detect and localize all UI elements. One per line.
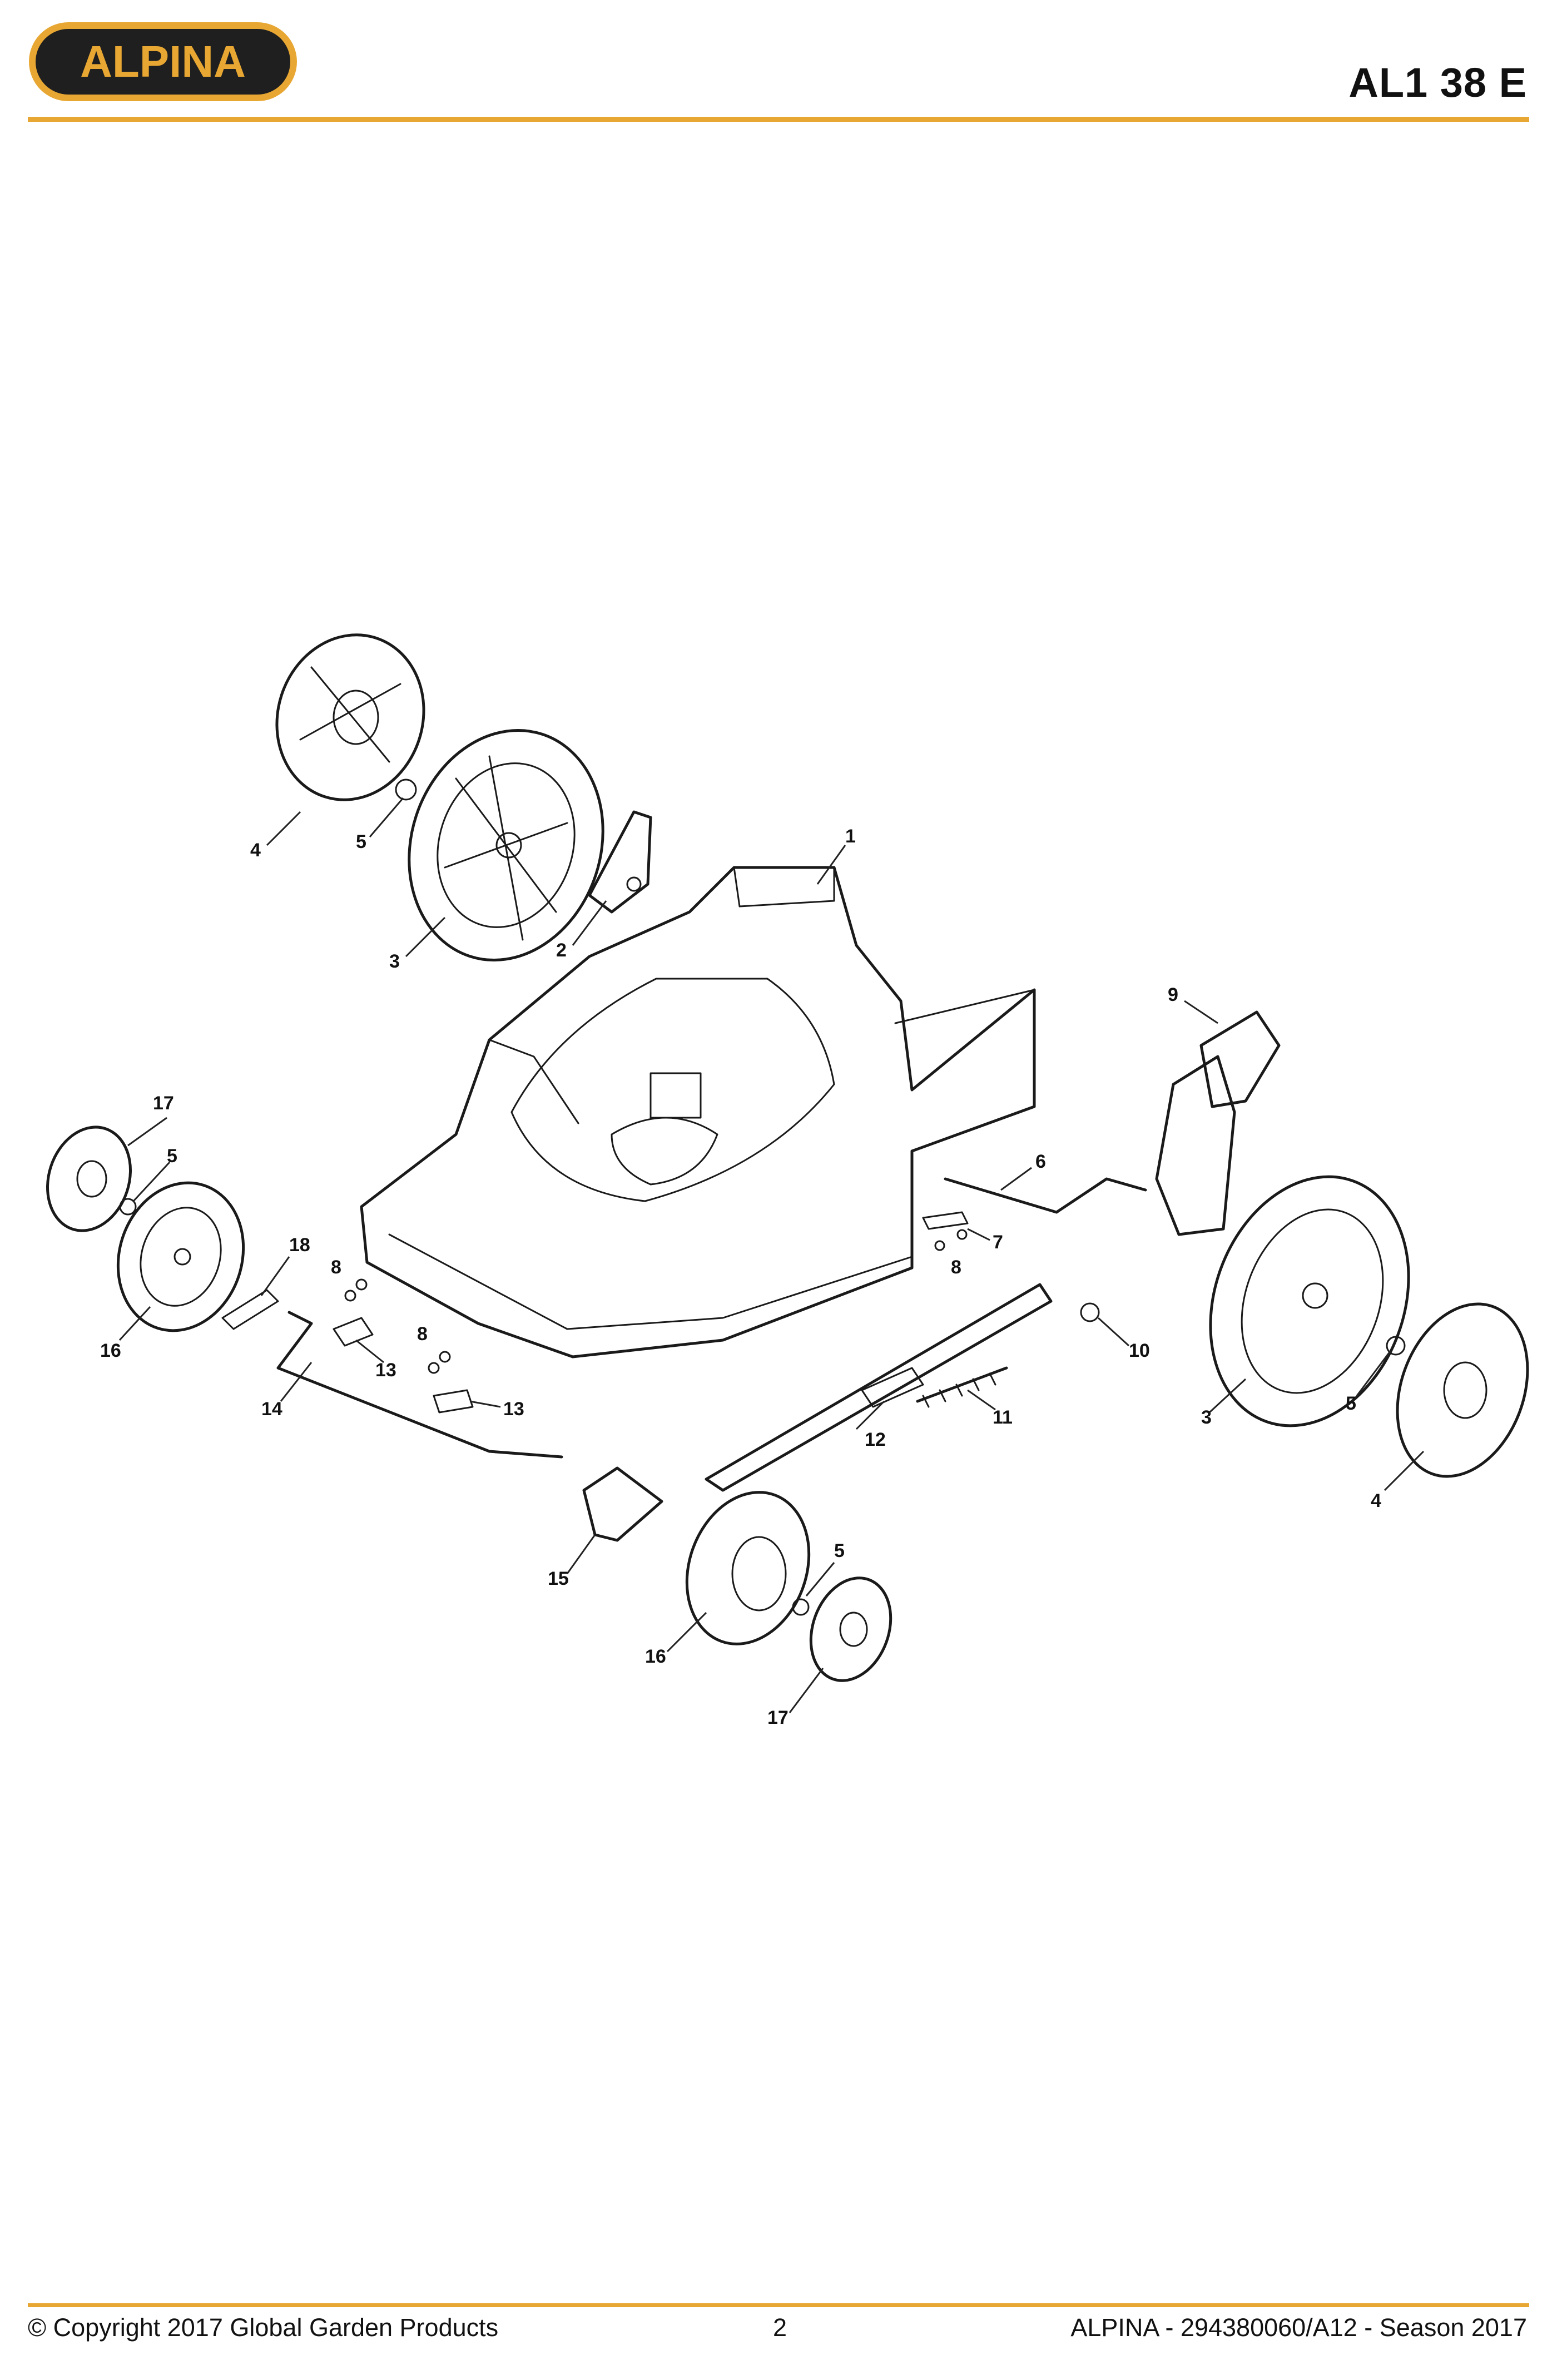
rear-left-wheel-assembly: [275, 633, 652, 962]
callout-numbers: 1 2 3 4 5 3 4 5 6 7 8 9 10 11 12 13 13 1…: [100, 826, 1381, 1728]
footer-rule: [28, 2303, 1529, 2307]
callout-6: 6: [1035, 1151, 1046, 1172]
copyright-text: © Copyright 2017 Global Garden Products: [28, 2313, 499, 2342]
callout-1: 1: [845, 826, 856, 847]
callout-11: 11: [993, 1407, 1013, 1428]
model-title: AL1 38 E: [1348, 60, 1527, 106]
callout-8-right: 8: [951, 1257, 961, 1278]
callout-13-upper: 13: [375, 1360, 396, 1381]
callout-18: 18: [289, 1234, 310, 1256]
callout-17-left: 17: [153, 1093, 174, 1114]
callout-5-right: 5: [1346, 1393, 1356, 1414]
callout-3: 3: [389, 951, 400, 972]
front-axle-assembly: [221, 1278, 563, 1459]
callout-12: 12: [865, 1429, 886, 1450]
deck-housing: [360, 866, 1036, 1358]
callout-leaders: [118, 797, 1425, 1713]
callout-3-right: 3: [1201, 1407, 1212, 1428]
callout-13-lower: 13: [503, 1399, 524, 1420]
callout-5-front: 5: [834, 1540, 845, 1561]
callout-17-right: 17: [767, 1707, 789, 1728]
rear-right-wheel-assembly: [922, 1010, 1529, 1478]
callout-9: 9: [1168, 984, 1178, 1005]
callout-5: 5: [356, 831, 366, 852]
callout-4-right: 4: [1371, 1490, 1381, 1511]
callout-4: 4: [250, 840, 261, 861]
callout-2: 2: [556, 940, 567, 961]
callout-8-upper: 8: [331, 1257, 341, 1278]
page-number: 2: [773, 2313, 787, 2342]
callout-8-lower: 8: [417, 1323, 428, 1345]
alpina-logo: ALPINA: [29, 22, 297, 101]
callout-10: 10: [1129, 1340, 1150, 1361]
document-reference: ALPINA - 294380060/A12 - Season 2017: [1070, 2313, 1527, 2342]
header-rule: [28, 117, 1529, 122]
callout-15: 15: [548, 1568, 569, 1589]
callout-7: 7: [993, 1232, 1003, 1253]
logo-text: ALPINA: [80, 37, 246, 86]
callout-16-right: 16: [645, 1646, 666, 1667]
callout-5-left: 5: [167, 1146, 177, 1167]
height-adjust-lever: [705, 1283, 1053, 1492]
front-right-wheel-assembly: [582, 1466, 892, 1682]
callout-16-left: 16: [100, 1340, 121, 1361]
callout-14: 14: [261, 1399, 282, 1420]
front-left-wheel-assembly: [46, 1125, 245, 1332]
